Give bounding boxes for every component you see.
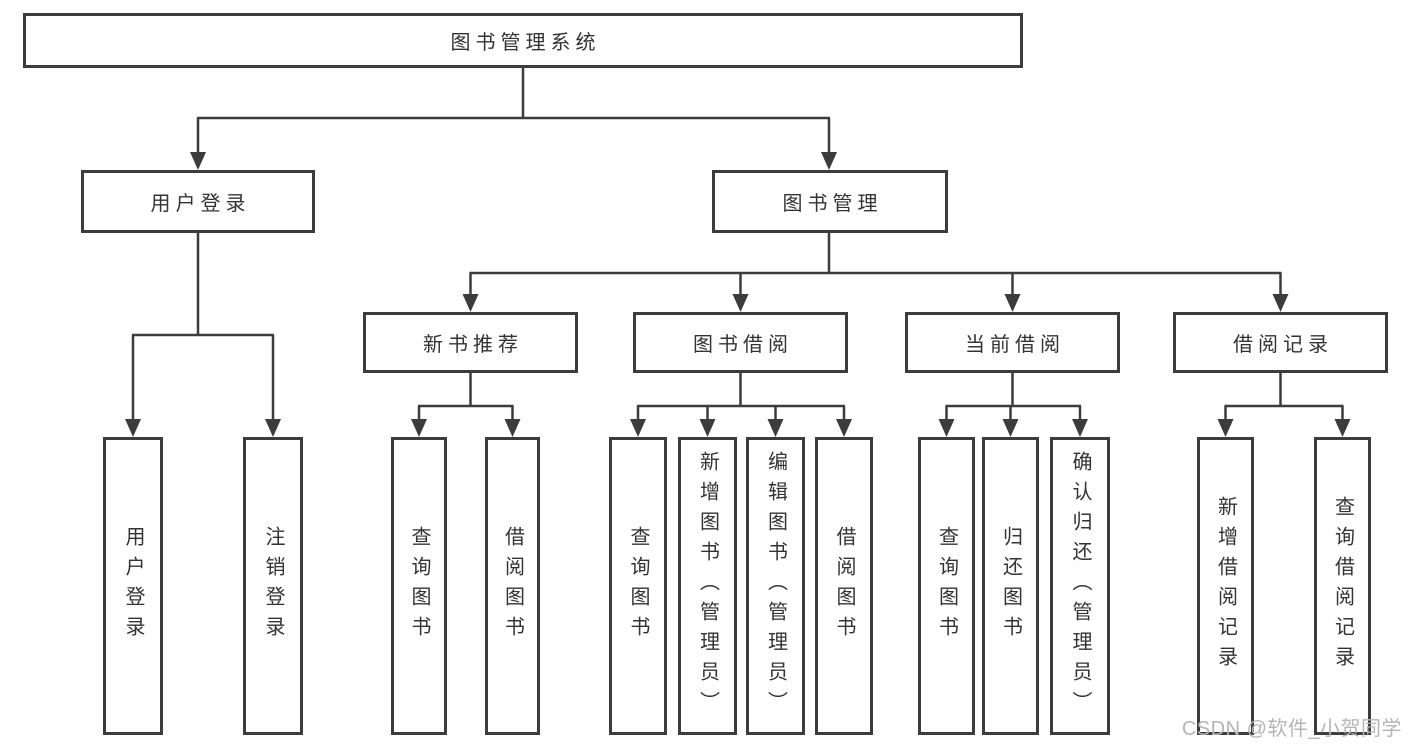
node-book-management-branch: 图书管理 bbox=[712, 170, 948, 233]
node-library-management-system: 图书管理系统 bbox=[23, 13, 1023, 68]
node-user-login-branch: 用户登录 bbox=[81, 170, 315, 233]
node-logout: 注销登录 bbox=[243, 437, 303, 735]
node-add-borrow-record: 新增借阅记录 bbox=[1197, 437, 1254, 735]
node-borrow-books-recommend: 借阅图书 bbox=[485, 437, 540, 735]
node-query-books-current: 查询图书 bbox=[918, 437, 975, 735]
watermark: CSDN @软件_小贺同学 bbox=[1181, 718, 1402, 740]
node-query-books-recommend: 查询图书 bbox=[391, 437, 447, 735]
node-edit-book-admin: 编辑图书（管理员） bbox=[746, 437, 805, 735]
node-new-book-recommendation: 新书推荐 bbox=[363, 312, 578, 373]
arrowhead-icons bbox=[125, 152, 1351, 437]
node-book-borrowing: 图书借阅 bbox=[633, 312, 848, 373]
node-borrow-books: 借阅图书 bbox=[815, 437, 873, 735]
node-query-books-borrowing: 查询图书 bbox=[609, 437, 667, 735]
node-query-borrow-record: 查询借阅记录 bbox=[1314, 437, 1371, 735]
node-confirm-return-admin: 确认归还（管理员） bbox=[1050, 437, 1110, 735]
connector-paths bbox=[131, 68, 1344, 421]
node-return-books: 归还图书 bbox=[982, 437, 1039, 735]
node-add-book-admin: 新增图书（管理员） bbox=[678, 437, 737, 735]
node-user-login: 用户登录 bbox=[103, 437, 163, 735]
node-current-borrowing: 当前借阅 bbox=[905, 312, 1120, 373]
node-borrowing-records: 借阅记录 bbox=[1173, 312, 1388, 373]
